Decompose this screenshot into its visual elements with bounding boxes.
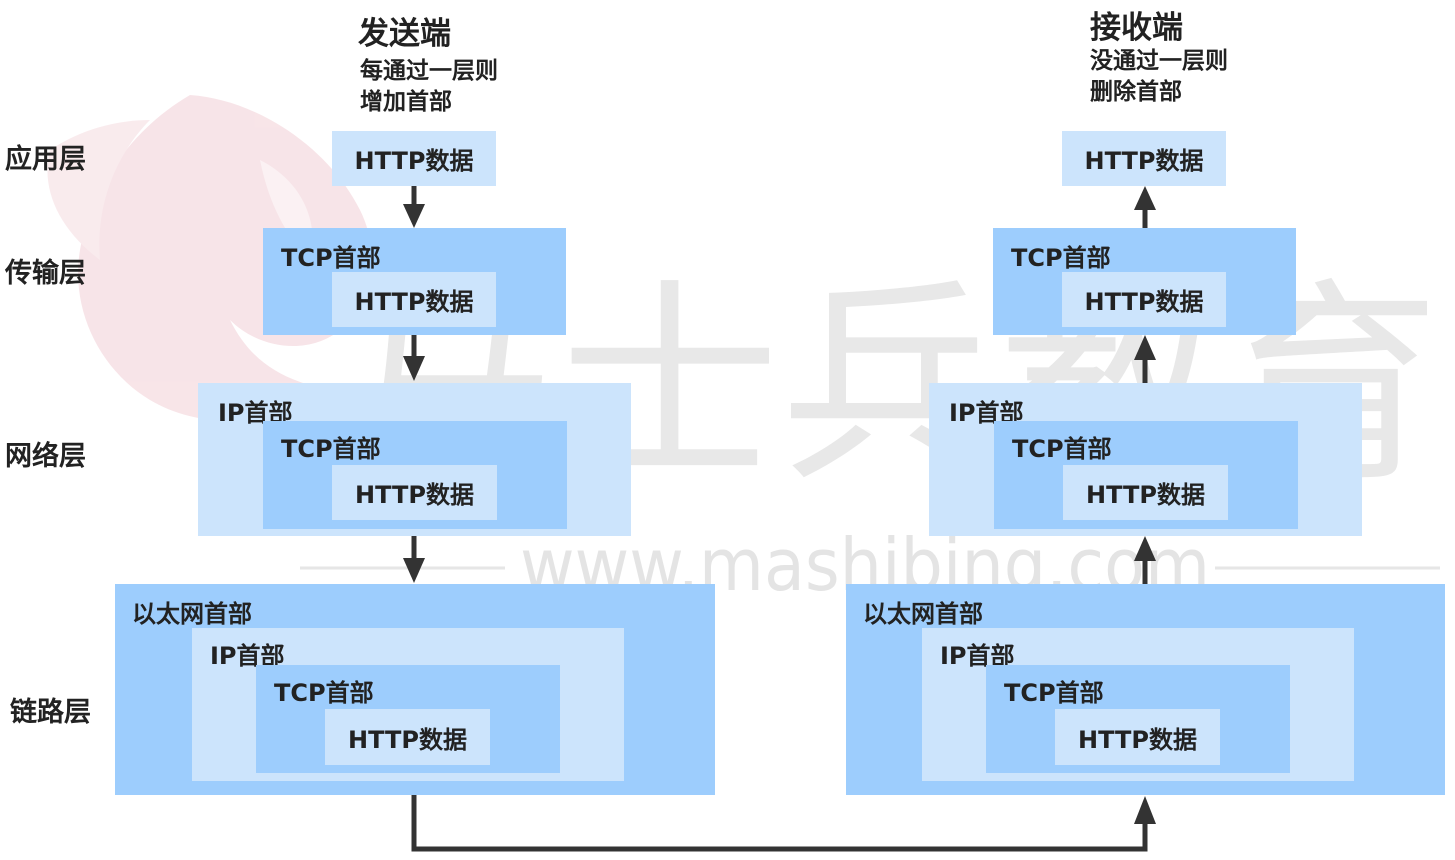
http-data-box: HTTP数据	[1062, 272, 1226, 327]
sender-transport-tcp-box: TCP首部 HTTP数据	[263, 228, 566, 335]
tcp-header-label: TCP首部	[281, 244, 381, 272]
tcp-segment-box: TCP首部 HTTP数据	[994, 421, 1298, 529]
http-data-box: HTTP数据	[332, 465, 497, 520]
receiver-transport-tcp-box: TCP首部 HTTP数据	[993, 228, 1296, 335]
tcp-header-label: TCP首部	[274, 679, 374, 707]
ip-packet-box: IP首部 TCP首部 HTTP数据	[922, 628, 1354, 781]
ethernet-header-label: 以太网首部	[863, 600, 983, 628]
sender-note: 每通过一层则 增加首部	[360, 56, 498, 118]
http-data-box: HTTP数据	[1055, 709, 1220, 765]
layer-label-application: 应用层	[5, 144, 86, 175]
receiver-title: 接收端	[1090, 10, 1183, 46]
sender-note-line2: 增加首部	[360, 89, 452, 115]
sender-network-ip-box: IP首部 TCP首部 HTTP数据	[198, 383, 631, 536]
sender-note-line1: 每通过一层则	[360, 58, 498, 84]
layer-label-link: 链路层	[10, 697, 91, 728]
receiver-note: 没通过一层则 删除首部	[1090, 46, 1228, 108]
http-data-box: HTTP数据	[1063, 465, 1228, 520]
receiver-note-line2: 删除首部	[1090, 79, 1182, 105]
sender-app-http-box: HTTP数据	[332, 131, 496, 186]
http-data-box: HTTP数据	[332, 272, 496, 327]
layer-label-network: 网络层	[5, 441, 86, 472]
tcp-segment-box: TCP首部 HTTP数据	[256, 665, 560, 773]
tcp-segment-box: TCP首部 HTTP数据	[986, 665, 1290, 773]
ethernet-header-label: 以太网首部	[132, 600, 252, 628]
sender-link-ethernet-box: 以太网首部 IP首部 TCP首部 HTTP数据	[115, 584, 715, 795]
layer-label-transport: 传输层	[5, 258, 86, 289]
receiver-network-ip-box: IP首部 TCP首部 HTTP数据	[929, 383, 1362, 536]
receiver-note-line1: 没通过一层则	[1090, 48, 1228, 74]
tcp-header-label: TCP首部	[281, 435, 381, 463]
sender-title: 发送端	[358, 16, 451, 52]
receiver-app-http-box: HTTP数据	[1062, 131, 1226, 186]
tcp-header-label: TCP首部	[1004, 679, 1104, 707]
receiver-link-ethernet-box: 以太网首部 IP首部 TCP首部 HTTP数据	[846, 584, 1445, 795]
tcp-segment-box: TCP首部 HTTP数据	[263, 421, 567, 529]
tcp-header-label: TCP首部	[1012, 435, 1112, 463]
tcp-header-label: TCP首部	[1011, 244, 1111, 272]
http-data-box: HTTP数据	[325, 709, 490, 765]
ip-packet-box: IP首部 TCP首部 HTTP数据	[192, 628, 624, 781]
watermark-logo-icon	[47, 95, 372, 422]
